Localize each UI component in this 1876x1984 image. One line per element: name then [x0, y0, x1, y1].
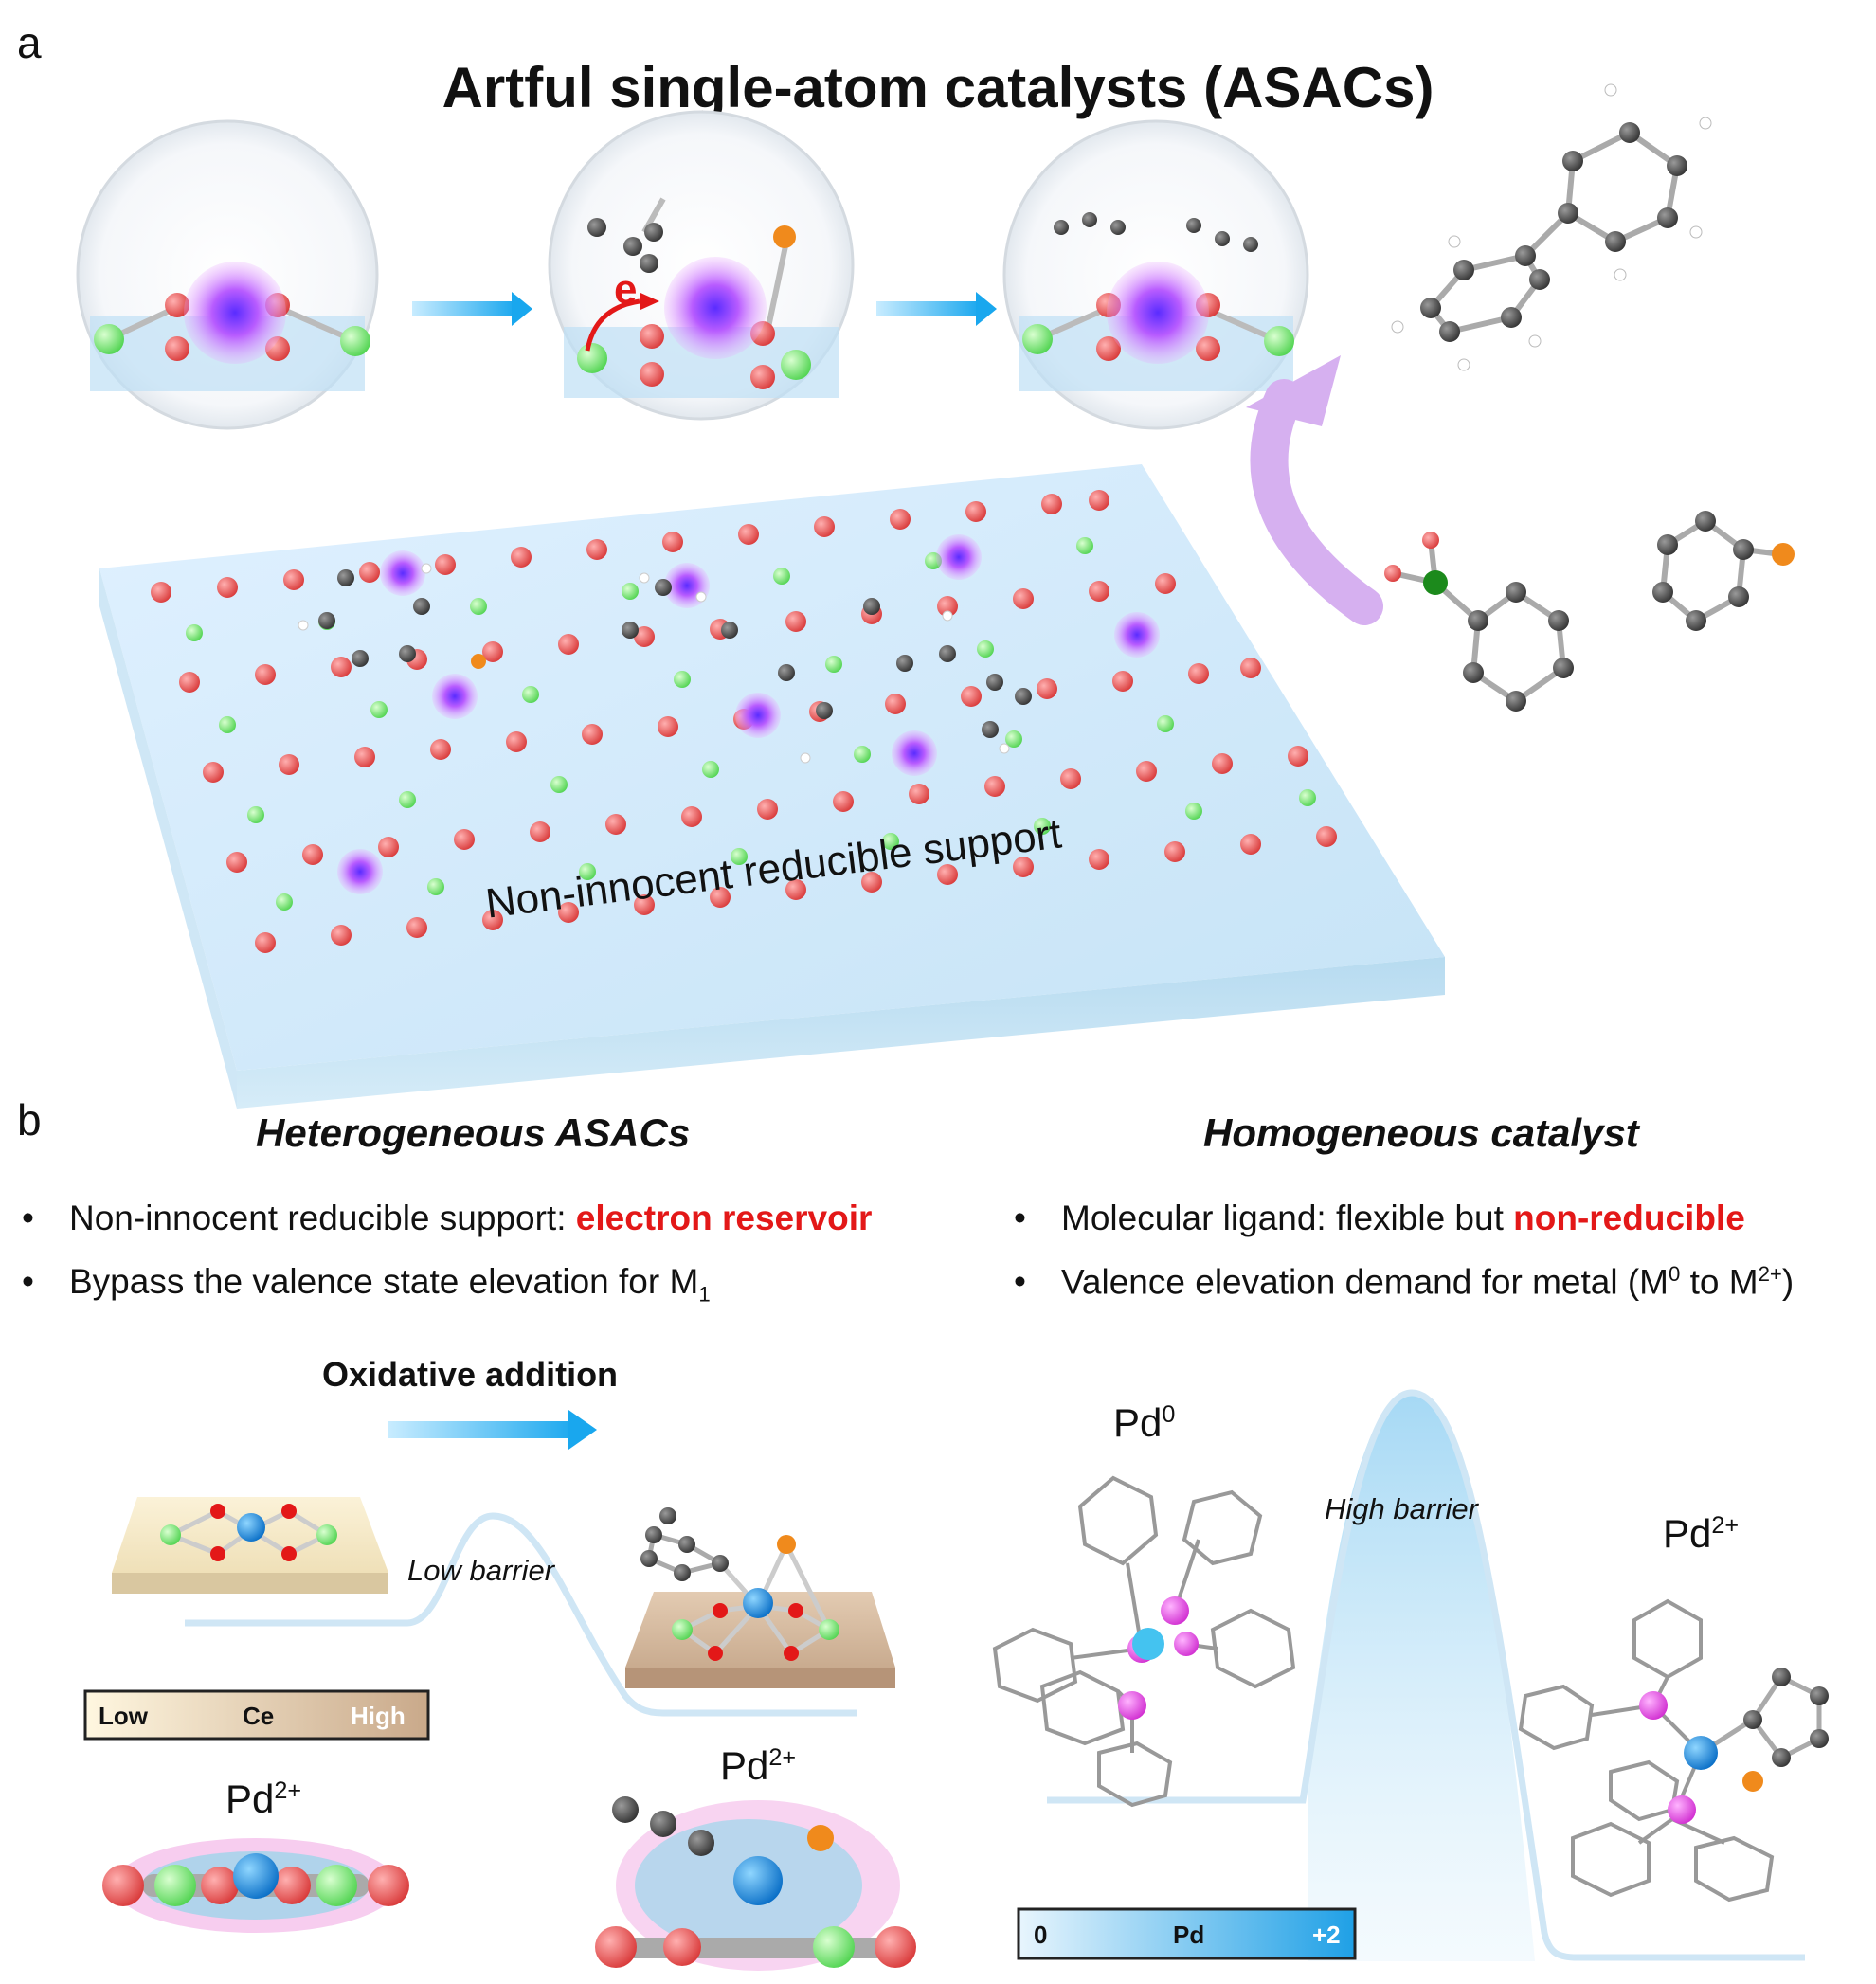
- pd0-sup: 0: [1162, 1401, 1176, 1428]
- pd-scale-high: +2: [1312, 1921, 1341, 1949]
- ce-scale-low: Low: [99, 1702, 148, 1730]
- charge-density-left: [102, 1838, 409, 1933]
- left-bullet-2-subscript: 1: [698, 1282, 711, 1307]
- ce-scale-mid: Ce: [243, 1702, 275, 1730]
- pd2-homogeneous-sup: 2+: [1711, 1512, 1740, 1539]
- pd0-base: Pd: [1113, 1400, 1163, 1445]
- right-bullet-1: • Molecular ligand: flexible but non-red…: [1014, 1199, 1745, 1238]
- electron-label: e: [614, 266, 637, 313]
- flow-arrows: [412, 292, 997, 326]
- pd0-label: Pd0: [1113, 1400, 1175, 1446]
- low-barrier-profile: [185, 1512, 857, 1717]
- homogeneous-heading: Homogeneous catalyst: [1203, 1110, 1639, 1155]
- pd-scale-bar: [1017, 1907, 1357, 1960]
- pd2-left-sup: 2+: [274, 1777, 302, 1804]
- ce-scale-labels: Low Ce High: [85, 1691, 428, 1739]
- bullet-dot: •: [1014, 1199, 1026, 1237]
- pd2-right-sup: 2+: [768, 1744, 797, 1771]
- zoom-circle-2: [548, 110, 855, 421]
- bullet-dot: •: [1014, 1262, 1026, 1301]
- panel-a-letter: a: [17, 18, 42, 67]
- panel-b-letter: b: [17, 1095, 42, 1145]
- pd2-complex: [1518, 1598, 1829, 1903]
- ceo2-plate-initial: [112, 1497, 388, 1594]
- pd2-left-label: Pd2+: [225, 1777, 301, 1822]
- right-bullet-2-mid: to M: [1680, 1262, 1759, 1302]
- pd2-right-base: Pd: [720, 1743, 769, 1788]
- pd-scale-low: 0: [1034, 1921, 1048, 1949]
- bullet-dot: •: [22, 1199, 34, 1237]
- ce-scale-bar: [83, 1689, 430, 1741]
- high-barrier-label: High barrier: [1325, 1492, 1478, 1525]
- left-bullet-1-text: Non-innocent reducible support:: [69, 1199, 576, 1237]
- ceo2-plate-final: [625, 1507, 895, 1688]
- high-barrier-fill: [1308, 1393, 1535, 1961]
- electron-reservoir-highlight: electron reservoir: [575, 1199, 873, 1237]
- pd2-homogeneous-label: Pd2+: [1663, 1511, 1739, 1557]
- pd2-left-base: Pd: [225, 1777, 275, 1821]
- oxidative-addition-label: Oxidative addition: [322, 1355, 619, 1394]
- left-bullet-1: • Non-innocent reducible support: electr…: [22, 1199, 873, 1238]
- pd-scale-mid: Pd: [1173, 1921, 1205, 1949]
- pd2-homogeneous-base: Pd: [1663, 1511, 1712, 1556]
- right-bullet-2: • Valence elevation demand for metal (M0…: [1014, 1262, 1795, 1302]
- ce-scale-high: High: [351, 1702, 406, 1730]
- product-molecule: [1391, 83, 1712, 371]
- oxidative-addition-arrow: [388, 1410, 597, 1450]
- non-reducible-highlight: non-reducible: [1513, 1199, 1745, 1237]
- right-bullet-2-end: ): [1781, 1262, 1795, 1302]
- right-bullet-1-text: Molecular ligand: flexible but: [1061, 1199, 1514, 1237]
- pd-scale-labels: 0 Pd +2: [1019, 1909, 1355, 1958]
- lattice-atoms: [151, 490, 1337, 953]
- reactant-uptake-arrow: [1246, 355, 1383, 625]
- reactant-bromobenzene: [1652, 511, 1795, 631]
- pd2-right-label: Pd2+: [720, 1743, 796, 1789]
- reactant-boronic-acid: [1384, 532, 1574, 712]
- support-slab: [99, 464, 1445, 1109]
- right-bullet-2-text: Valence elevation demand for metal (M: [1061, 1262, 1669, 1302]
- left-bullet-2: • Bypass the valence state elevation for…: [22, 1262, 711, 1307]
- m2-superscript: 2+: [1758, 1262, 1782, 1286]
- pd0-complex: [992, 1475, 1296, 1808]
- high-barrier-profile: [1047, 1389, 1805, 1961]
- zoom-circle-3: [1002, 119, 1309, 430]
- heterogeneous-heading: Heterogeneous ASACs: [256, 1110, 691, 1155]
- zoom-circle-1: [76, 119, 379, 430]
- charge-density-right: [595, 1796, 916, 1971]
- bullet-dot: •: [22, 1262, 34, 1301]
- panel-a-title: Artful single-atom catalysts (ASACs): [442, 56, 1434, 119]
- low-barrier-label: Low barrier: [407, 1554, 555, 1587]
- m0-superscript: 0: [1668, 1262, 1681, 1286]
- left-bullet-2-text: Bypass the valence state elevation for M: [69, 1262, 699, 1301]
